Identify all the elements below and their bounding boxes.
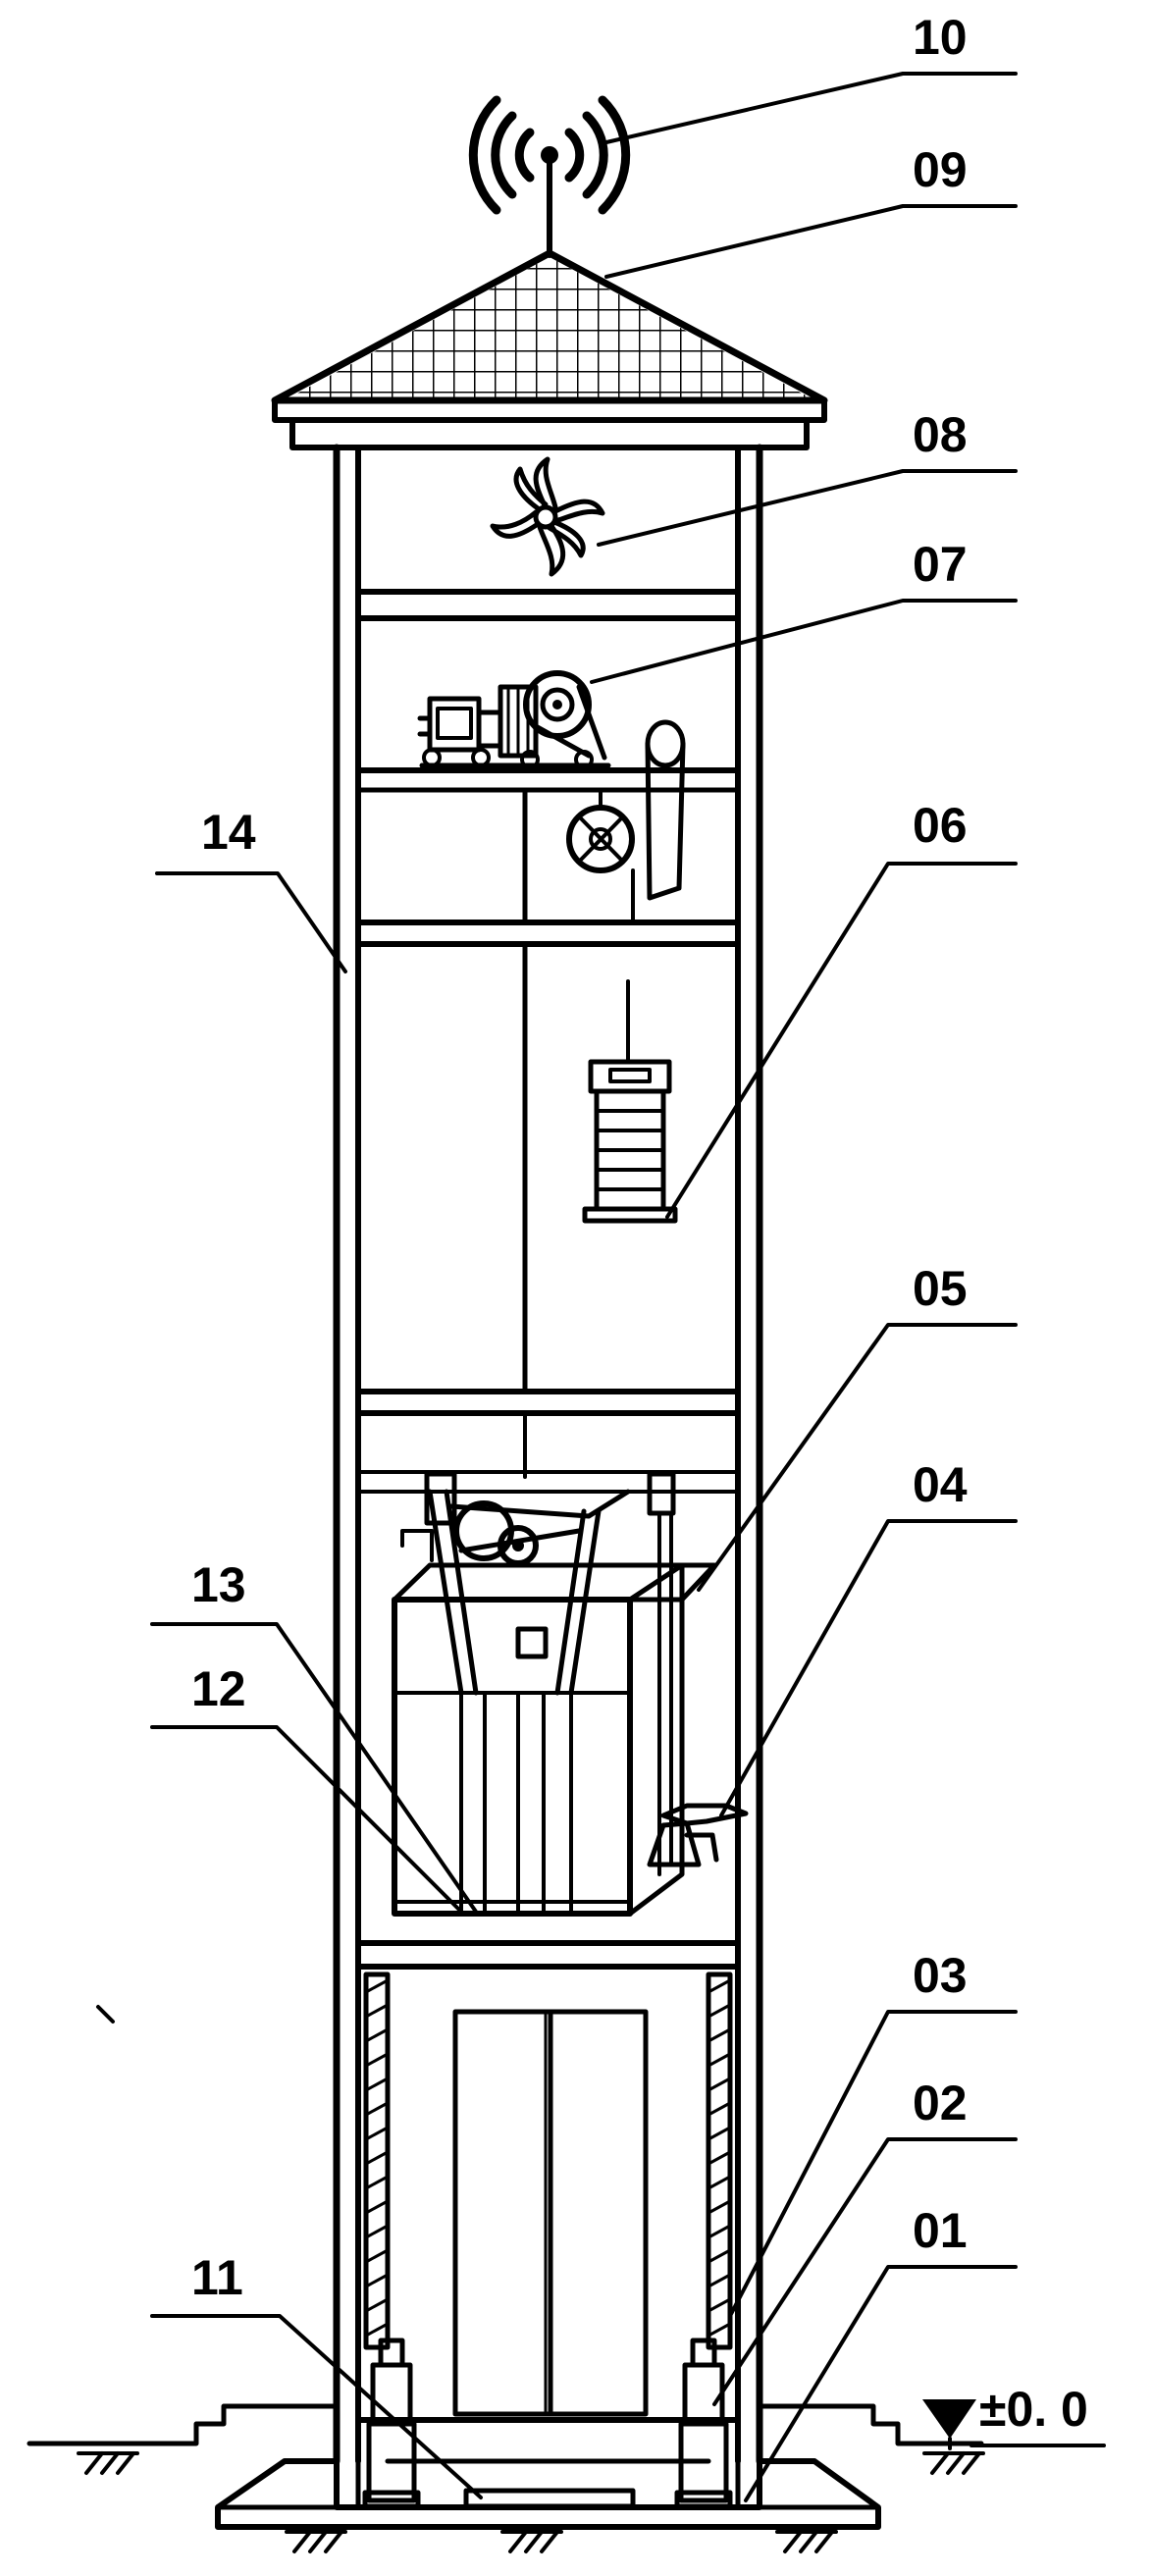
- label-01: 01: [913, 2203, 968, 2258]
- hydraulic-jack: [362, 2338, 733, 2509]
- roof-grid: [271, 249, 828, 450]
- leader-lines: [150, 72, 1018, 2502]
- ground-hatch: [77, 2451, 985, 2553]
- fan-icon: [490, 456, 605, 577]
- label-08: 08: [913, 407, 968, 462]
- label-09: 09: [913, 142, 968, 197]
- label-12: 12: [191, 1661, 246, 1716]
- label-05: 05: [913, 1261, 968, 1316]
- label-06: 06: [913, 798, 968, 853]
- label-10: 10: [913, 10, 968, 65]
- label-07: 07: [913, 537, 968, 592]
- traction-machine: [417, 670, 686, 1064]
- label-11: 11: [191, 2250, 243, 2305]
- label-14: 14: [201, 805, 256, 860]
- elevation-label: ±0. 0: [979, 2382, 1088, 2437]
- elevator-car: [392, 1471, 749, 1917]
- label-02: 02: [913, 2076, 968, 2130]
- elevation-triangle-icon: [922, 2399, 1106, 2450]
- counterweight: [582, 1059, 678, 1224]
- shaft-structure: [333, 444, 763, 2465]
- label-13: 13: [191, 1557, 246, 1612]
- antenna-icon: [468, 95, 631, 258]
- ground-floor: [26, 1971, 984, 2530]
- label-03: 03: [913, 1948, 968, 2003]
- elevator-door: [452, 2009, 649, 2417]
- stray-mark: [96, 2005, 115, 2024]
- label-04: 04: [913, 1457, 968, 1512]
